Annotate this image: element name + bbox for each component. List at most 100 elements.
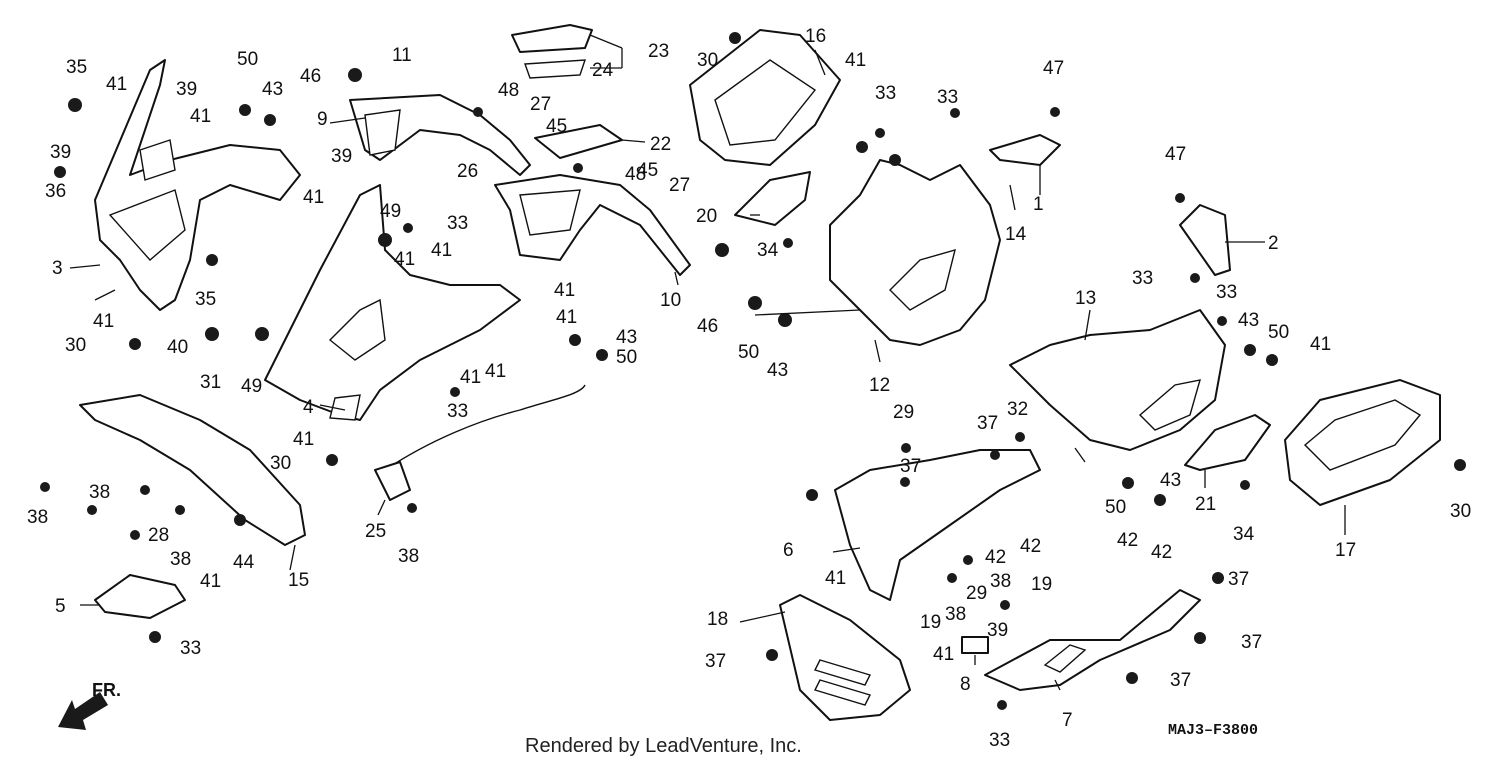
callout: 23 [648,41,669,62]
callout: 37 [1228,569,1249,590]
callout: 33 [180,638,201,659]
callout: 45 [546,116,567,137]
callout: 30 [270,453,291,474]
part-meter-panel [689,29,841,166]
callout: 50 [616,347,637,368]
callout: 13 [1075,288,1096,309]
callout: 14 [1005,224,1027,245]
callout: 18 [707,609,728,630]
part-right-fairing [1009,309,1226,451]
callout: 41 [200,571,221,592]
callout: 28 [148,525,169,546]
callout: 48 [498,80,519,101]
callout: 46 [697,316,718,337]
callout: 39 [987,620,1008,641]
callout: 42 [1151,542,1172,563]
callout: 19 [1031,574,1052,595]
callout: 41 [556,307,577,328]
callout: 43 [1238,310,1259,331]
callout: 38 [170,549,191,570]
part-lower-right-fairing [984,589,1201,691]
fasteners [40,32,1466,710]
callout: 34 [757,240,779,261]
callout: 41 [460,367,481,388]
callout: 37 [705,651,726,672]
callout: 41 [303,187,324,208]
callout: 41 [554,280,575,301]
part-center-cowl [829,159,1001,346]
callout: 7 [1062,710,1073,731]
callout: 2 [1268,233,1279,254]
callout: 41 [293,429,314,450]
part-lower-left-fairing [779,594,911,721]
part-bracket-2 [1179,204,1231,276]
callout: 47 [1043,58,1064,79]
callout: 47 [1165,144,1186,165]
callout-labels: 35 41 39 41 50 43 46 11 23 24 48 27 45 2… [27,26,1471,751]
callout: 35 [195,289,216,310]
callout: 41 [190,106,211,127]
callout: 3 [52,258,63,279]
callout: 50 [738,342,759,363]
callout: 46 [300,66,321,87]
part-pad [961,636,989,654]
callout: 30 [1450,501,1471,522]
callout: 39 [50,142,71,163]
callout: 31 [200,372,221,393]
callout: 24 [592,60,614,81]
callout: 49 [241,376,262,397]
callout: 37 [1170,670,1191,691]
callout: 43 [262,79,283,100]
callout: 19 [920,612,941,633]
callout: 6 [783,540,794,561]
callout: 43 [767,360,788,381]
callout: 10 [660,290,681,311]
callout: 38 [398,546,419,567]
callout: 43 [616,327,637,348]
part-bracket-1 [989,134,1061,166]
callout: 39 [331,146,352,167]
callout: 44 [233,552,255,573]
callout: 15 [288,570,309,591]
part-lower-left-cover [79,394,306,546]
callout: 29 [893,402,914,423]
callout: 16 [805,26,826,47]
drawing-code: MAJ3–F3800 [1168,722,1258,739]
callout: 49 [380,201,401,222]
callout: 37 [900,456,921,477]
callout: 34 [1233,524,1255,545]
callout: 43 [1160,470,1181,491]
part-small-shell [734,171,811,226]
callout: 5 [55,596,66,617]
callout: 29 [966,583,987,604]
arrow-icon [58,692,108,730]
callout: 48 [625,164,646,185]
callout: 26 [457,161,478,182]
callout: 42 [1117,530,1138,551]
callout: 50 [1268,322,1289,343]
callout: 41 [1310,334,1331,355]
callout: 41 [93,311,114,332]
callout: 20 [696,206,717,227]
callout: 33 [1132,268,1153,289]
callout: 27 [530,94,551,115]
callout: 41 [933,644,954,665]
callout: 50 [237,49,258,70]
direction-label: FR. [92,680,121,700]
callout: 42 [1020,536,1041,557]
callout: 41 [106,74,127,95]
callout: 37 [977,413,998,434]
callout: 25 [365,521,386,542]
callout: 32 [1007,399,1028,420]
callout: 42 [985,547,1006,568]
callout: 41 [485,361,506,382]
part-lower-frame [834,449,1041,601]
callout: 38 [945,604,966,625]
callout: 38 [27,507,48,528]
callout: 8 [960,674,971,695]
part-left-fairing [264,184,521,421]
part-top-panel [511,24,593,79]
callout: 1 [1033,194,1044,215]
callout: 12 [869,375,890,396]
callout: 33 [989,730,1010,751]
